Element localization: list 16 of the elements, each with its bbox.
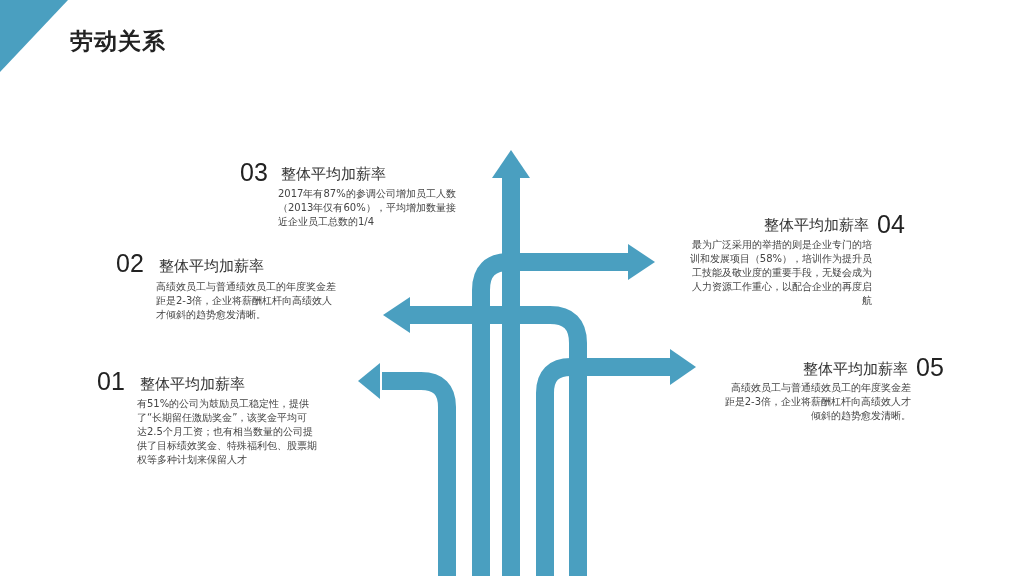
step-heading: 整体平均加薪率 (140, 374, 245, 394)
page-title: 劳动关系 (70, 27, 166, 56)
step-heading: 整体平均加薪率 (803, 359, 908, 379)
step-description: 最为广泛采用的举措的则是企业专门的培训和发展项目（58%），培训作为提升员工技能及敬业度的重要手段，无疑会成为人力资源工作重心，以配合企业的再度启航 (688, 238, 872, 308)
step-number: 01 (97, 367, 125, 395)
step-number: 05 (916, 353, 944, 381)
step-description: 高绩效员工与普通绩效员工的年度奖金差距是2-3倍，企业将薪酬杠杆向高绩效人才倾斜的趋势愈发清晰。 (723, 381, 911, 423)
step-heading: 整体平均加薪率 (159, 256, 264, 276)
step-heading: 整体平均加薪率 (281, 164, 386, 184)
step-description: 高绩效员工与普通绩效员工的年度奖金差距是2-3倍，企业将薪酬杠杆向高绩效人才倾斜的趋势愈发清晰。 (156, 280, 337, 322)
step-number: 02 (116, 249, 144, 277)
step-description: 2017年有87%的参调公司增加员工人数（2013年仅有60%），平均增加数量接近企业员工总数的1/4 (278, 187, 457, 229)
step-description: 有51%的公司为鼓励员工稳定性，提供了“长期留任激励奖金”，该奖金平均可达2.5个月工资；也有相当数量的公司提供了目标绩效奖金、特殊福利包、股票期权等多种计划来保留人才 (137, 397, 317, 467)
step-number: 04 (877, 210, 905, 238)
step-heading: 整体平均加薪率 (764, 215, 869, 235)
step-number: 03 (240, 158, 268, 186)
